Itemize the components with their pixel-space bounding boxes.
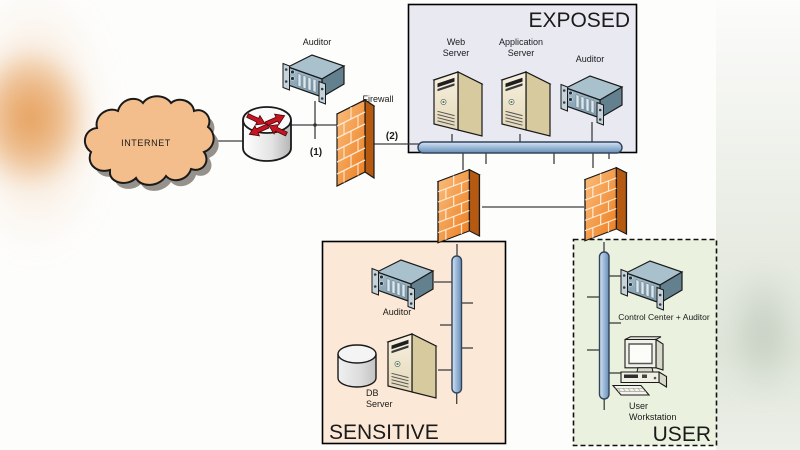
zone-exposed-title: EXPOSED — [528, 9, 630, 32]
zone-sensitive-title: SENSITIVE — [329, 421, 439, 444]
firewall-main-icon — [336, 99, 375, 187]
firewall-label: Firewall — [362, 94, 393, 104]
firewall-sensitive-icon — [437, 168, 481, 244]
router-icon — [242, 106, 292, 162]
firewall-user-icon — [584, 166, 628, 242]
application-server-icon — [501, 71, 551, 137]
db-disk-icon — [337, 344, 377, 388]
auditor-top-label: Auditor — [303, 37, 332, 47]
zone-user-title: USER — [653, 423, 711, 446]
auditor-top-icon — [282, 54, 345, 105]
link-marker-2: (2) — [386, 131, 398, 142]
control-center-label: Control Center + Auditor — [618, 312, 710, 322]
user-bus — [598, 251, 610, 400]
main-bus — [417, 141, 623, 154]
sensitive-bus — [451, 255, 463, 394]
exposed-auditor-label: Auditor — [576, 54, 605, 64]
sensitive-auditor-label: Auditor — [383, 307, 412, 317]
internet-label: INTERNET — [121, 138, 171, 148]
web-server-icon — [433, 71, 483, 137]
link-marker-1: (1) — [310, 147, 322, 158]
db-server-icon — [387, 333, 437, 399]
